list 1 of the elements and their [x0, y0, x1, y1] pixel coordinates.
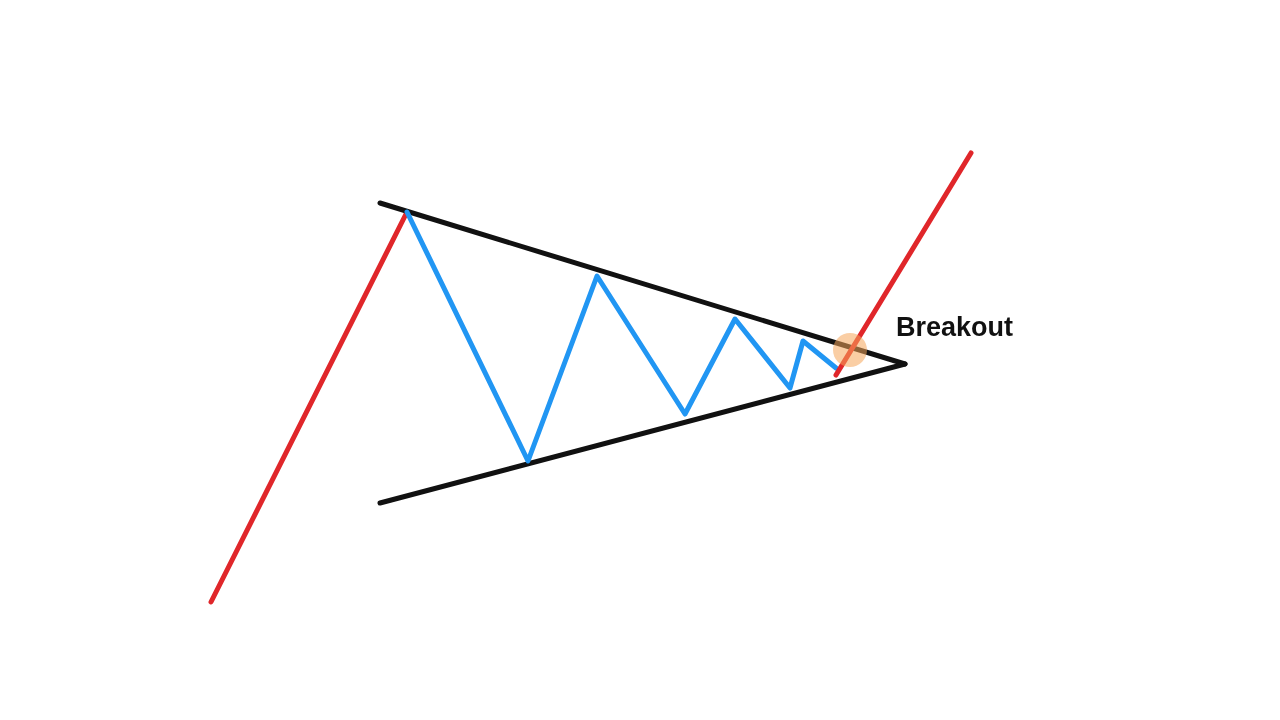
breakout-label: Breakout: [896, 312, 1014, 343]
